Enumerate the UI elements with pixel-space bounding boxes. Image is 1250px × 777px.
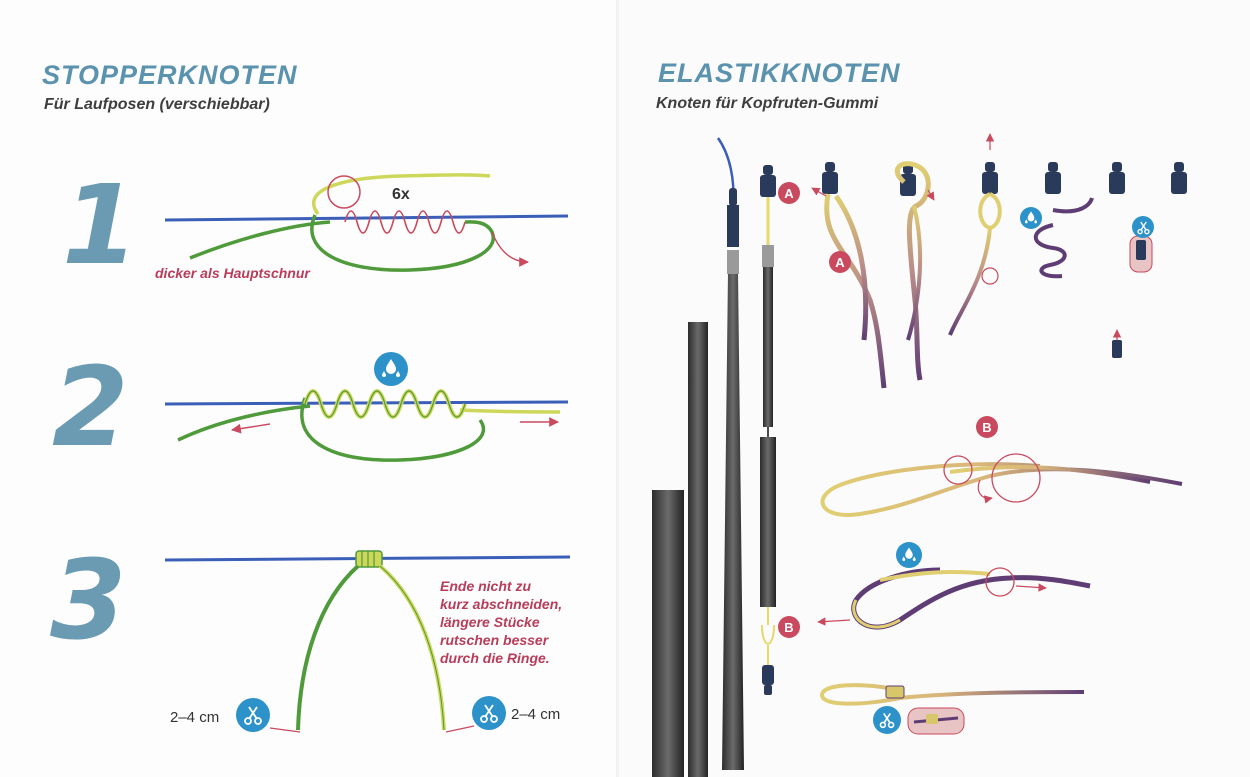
stopper-line — [177, 404, 311, 442]
cut-mark-left — [269, 727, 301, 733]
step-number-2: 2 — [52, 343, 129, 471]
stopper-wraps — [304, 390, 466, 418]
scissors-icon — [873, 706, 901, 734]
water-drops-icon — [374, 352, 408, 386]
stopper-loop — [310, 214, 495, 272]
pull-arrow-left — [231, 423, 271, 434]
right-page — [618, 0, 1250, 777]
highlight-circle — [327, 175, 361, 209]
scissors-icon — [472, 696, 506, 730]
stopper-loop — [300, 397, 486, 462]
step-2-drawing — [164, 389, 569, 462]
finished-knot — [355, 550, 383, 568]
main-line — [164, 214, 569, 222]
page-gutter — [616, 0, 619, 777]
step-3-note: Ende nicht zu kurz abschneiden, längere … — [440, 578, 563, 666]
marker-a-connector: A — [829, 251, 851, 273]
water-drops-icon — [1020, 207, 1042, 229]
step-number-1: 1 — [62, 161, 139, 289]
knot-b-finished — [819, 683, 1085, 735]
pole-thick — [652, 490, 684, 777]
scissors-icon — [1132, 216, 1154, 238]
page-title-elastikknoten: ELASTIKKNOTEN — [658, 58, 901, 88]
marker-b-tip: B — [778, 616, 800, 638]
pole-tip — [722, 272, 744, 770]
step-1-drawing — [164, 173, 569, 272]
main-line — [164, 400, 569, 406]
cut-length-right: 2–4 cm — [511, 706, 561, 723]
cut-mark-right — [445, 725, 475, 733]
cut-length-left: 2–4 cm — [170, 709, 220, 726]
wrap-count-label: 6x — [392, 186, 410, 203]
subtitle-stopperknoten: Für Laufposen (verschiebbar) — [44, 96, 270, 113]
knot-b-detail — [820, 453, 1183, 517]
stopper-wraps — [344, 210, 466, 234]
pull-arrow — [491, 231, 529, 267]
connector-sequence — [811, 133, 1187, 389]
subtitle-elastikknoten: Knoten für Kopfruten-Gummi — [656, 95, 879, 112]
elastic-assembly — [760, 165, 776, 695]
water-drops-icon — [896, 542, 922, 568]
pole-middle — [688, 322, 708, 777]
tag-end-right — [378, 564, 446, 731]
pole-sections — [652, 137, 744, 777]
step-1-note: dicker als Hauptschnur — [155, 265, 310, 281]
knot-b-tighten — [817, 567, 1091, 630]
stopper-line — [311, 173, 491, 216]
scissors-icon — [236, 698, 270, 732]
marker-a-tip: A — [778, 182, 800, 204]
tag-end-left — [296, 564, 360, 731]
marker-b-detail: B — [976, 416, 998, 438]
step-number-3: 3 — [50, 536, 127, 664]
stopper-line — [189, 220, 331, 260]
stopper-line — [459, 408, 561, 414]
page-title-stopperknoten: STOPPERKNOTEN — [42, 60, 298, 90]
step-3-drawing — [164, 550, 571, 733]
